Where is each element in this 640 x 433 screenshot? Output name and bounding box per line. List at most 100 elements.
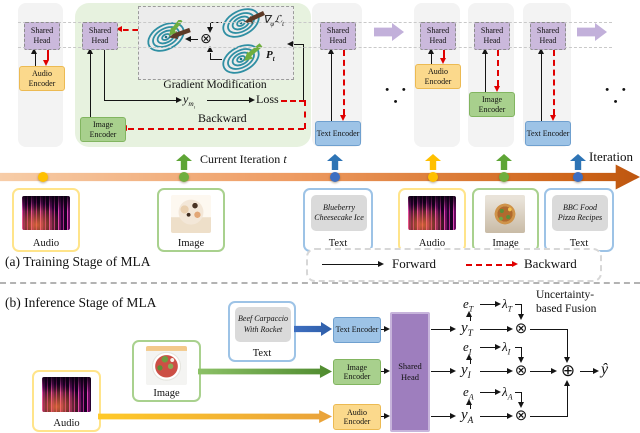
- image-thumb-dessert: [171, 195, 211, 233]
- lambda-sub: A: [507, 392, 513, 402]
- y-symbol: y: [183, 92, 189, 106]
- forward-arrowhead: [384, 367, 390, 374]
- evidence-label-audio: eA: [463, 384, 474, 402]
- up-arrowhead: [466, 399, 472, 405]
- otimes-out-arrowhead: [563, 357, 570, 363]
- loss-to-gm-line: [294, 44, 303, 45]
- uncertainty-fusion-label: Uncertainty- based Fusion: [536, 289, 596, 317]
- backward-arrowhead: [549, 115, 556, 121]
- text-snippet: BBC Food Pizza Recipes: [552, 195, 608, 231]
- forward-arrowhead: [537, 48, 544, 54]
- audio-encoder-label: Audio Encoder: [28, 69, 56, 88]
- e-to-lambda-arrowhead: [495, 343, 501, 350]
- section-divider: [0, 282, 640, 284]
- forward-arrow: [485, 54, 486, 92]
- backward-arrow: [343, 50, 345, 115]
- shared-head-label: Shared Head: [480, 26, 504, 45]
- ellipsis-dots: • • •: [385, 84, 411, 108]
- forward-arrowhead: [86, 48, 93, 54]
- current-iteration-marker: [176, 154, 192, 170]
- forward-arrow: [331, 54, 332, 121]
- backward-arrow: [553, 50, 555, 115]
- backward-path: [304, 100, 306, 129]
- loss-sub: t: [282, 21, 284, 29]
- gradient-modification-title: Gradient Modification: [163, 79, 267, 91]
- backward-arrowhead: [339, 115, 346, 121]
- gm-connector: [210, 52, 211, 59]
- audio-spectrogram-thumb: [408, 196, 456, 230]
- sample-image-2: Image: [472, 188, 539, 252]
- iteration-marker: [570, 154, 586, 170]
- prediction-label: ymt: [183, 92, 195, 110]
- timeline-dot-audio: [428, 172, 438, 182]
- lambda-elbow: [521, 304, 522, 314]
- text-encoder-label: Text Encoder: [316, 128, 360, 138]
- lambda-symbol: λ: [502, 339, 508, 354]
- gradient-label: ∇φℒt: [263, 13, 284, 28]
- sample-label: Image: [153, 388, 180, 399]
- sample-audio-1: Audio: [12, 188, 80, 252]
- shared-head-box: Shared Head: [420, 22, 456, 50]
- gm-arrowhead: [206, 27, 213, 33]
- legend-box: Forward Backward: [306, 248, 602, 282]
- weight-label-image: λI: [502, 339, 510, 357]
- y-to-otimes-arrow: [480, 329, 507, 330]
- text-snippet: Beef Carpaccio With Rocket: [235, 307, 291, 342]
- y-sub: I: [467, 371, 471, 381]
- sample-label: Image: [492, 238, 519, 249]
- evidence-label-image: eI: [463, 339, 471, 357]
- sample-image-1: Image: [157, 188, 225, 252]
- lambda-elbow: [515, 347, 522, 348]
- forward-arrow: [34, 54, 36, 66]
- gm-connector: [210, 22, 211, 27]
- shared-head-box: Shared Head: [320, 22, 356, 50]
- forward-arrow: [431, 416, 450, 417]
- nabla-symbol: ∇: [263, 14, 271, 26]
- inference-sample-text: Beef Carpaccio With Rocket Text: [228, 301, 296, 362]
- text-snippet: Blueberry Cheesecake Ice: [311, 195, 367, 231]
- legend-backward-arrowhead: [512, 260, 518, 267]
- lambda-elbow: [515, 304, 522, 305]
- otimes-text: ⊗: [514, 408, 528, 424]
- e-symbol: e: [463, 339, 469, 354]
- sample-text-1: Blueberry Cheesecake Ice Text: [303, 188, 373, 252]
- logit-label-audio: yA: [461, 407, 473, 426]
- forward-arrow: [380, 329, 384, 330]
- uncertainty-fusion-line1: Uncertainty-: [536, 289, 595, 301]
- sample-label: Text: [569, 238, 589, 249]
- y-to-otimes-arrowhead: [507, 412, 513, 419]
- oplus-text: ⊕: [560, 361, 576, 380]
- forward-arrow: [431, 54, 432, 64]
- lambda-elbow: [521, 392, 522, 402]
- otimes-out-arrowhead: [551, 367, 557, 374]
- otimes-out: [567, 329, 568, 357]
- otimes-text: ⊗: [514, 321, 528, 337]
- inference-sample-image: Image: [132, 340, 201, 402]
- shared-head-box-inference: Shared Head: [390, 312, 430, 432]
- loss-contour-gradient-icon: [222, 8, 265, 38]
- sample-label: Audio: [53, 418, 80, 429]
- gm-connector: [210, 59, 222, 60]
- loss-contour-modified-icon: [147, 20, 191, 52]
- otimes-out: [530, 371, 551, 372]
- up-arrow: [469, 405, 471, 409]
- iteration-marker: [496, 154, 512, 170]
- forward-arrowhead: [384, 325, 390, 332]
- legend-forward-label: Forward: [392, 256, 437, 271]
- final-prediction-label: ŷ: [601, 361, 609, 378]
- forward-arrowhead: [327, 48, 334, 54]
- otimes-out: [530, 329, 568, 330]
- e-sub: T: [468, 304, 474, 314]
- gm-arrowhead: [206, 46, 213, 52]
- audio-encoder-label: Audio Encoder: [424, 67, 452, 86]
- up-arrowhead: [466, 354, 472, 360]
- ellipsis-dots: • • •: [605, 84, 631, 108]
- shared-head-label: Shared Head: [326, 26, 350, 45]
- caption-inference: (b) Inference Stage of MLA: [5, 295, 157, 310]
- loss-label: Loss: [256, 92, 279, 106]
- e-symbol: e: [463, 296, 469, 311]
- lambda-arrowhead: [517, 402, 524, 408]
- logit-label-text: yT: [461, 320, 473, 339]
- caption-training: (a) Training Stage of MLA: [5, 254, 151, 269]
